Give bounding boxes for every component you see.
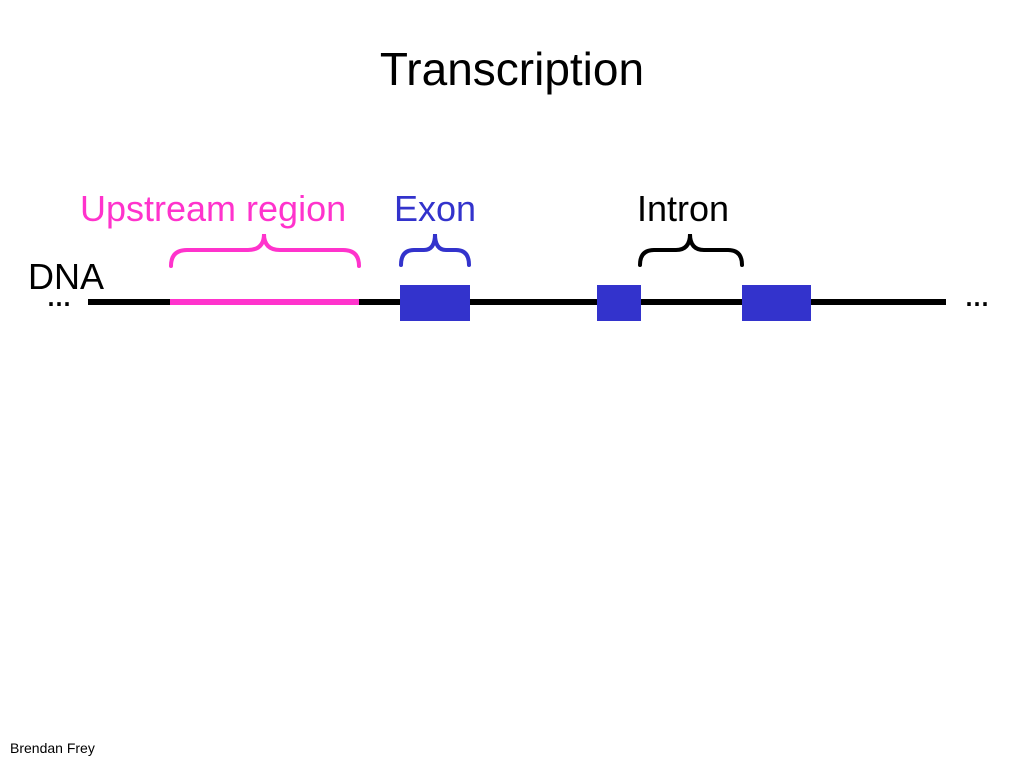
slide-title: Transcription	[379, 43, 645, 95]
author-footer: Brendan Frey	[10, 740, 95, 756]
exon-label: Exon	[394, 188, 477, 229]
ellipsis-right: ...	[964, 273, 990, 314]
exon-block-1	[400, 285, 470, 321]
upstream-region-label: Upstream region	[80, 188, 347, 229]
exon-block-3	[742, 285, 811, 321]
ellipsis-left: ...	[46, 273, 72, 314]
intron-brace	[638, 233, 744, 267]
dna-label: DNA	[28, 256, 105, 297]
exon-block-2	[597, 285, 641, 321]
intron-label: Intron	[637, 188, 730, 229]
exon-brace	[399, 233, 471, 267]
upstream-brace	[169, 233, 361, 268]
